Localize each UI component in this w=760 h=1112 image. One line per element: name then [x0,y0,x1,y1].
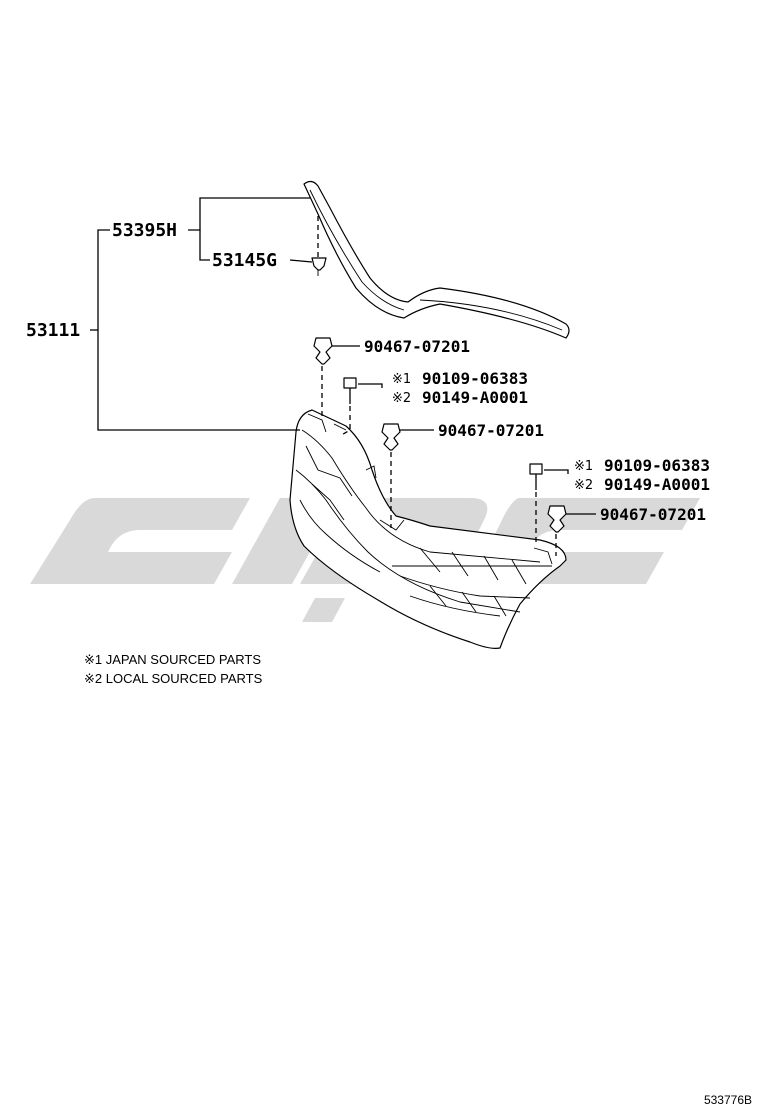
mark-2: ※2 [392,391,411,406]
clip-icon [311,257,327,276]
mark-2: ※2 [574,478,593,493]
leader-lines [90,197,596,515]
screw-icon [529,463,543,490]
screw-icon [343,377,357,404]
figure-id: 533776B [704,1093,752,1107]
note-local-sourced: ※2 LOCAL SOURCED PARTS [84,671,263,686]
install-guides [317,216,557,556]
label-screw-right-local: 90149-A0001 [604,475,710,494]
label-screw-right-jp: 90109-06383 [604,456,710,475]
label-clip-right: 90467-07201 [600,505,706,524]
label-grille-assembly: 53111 [26,320,80,341]
mark-1: ※1 [392,372,411,387]
clip-icon [313,337,333,365]
label-screw-left-jp: 90109-06383 [422,369,528,388]
clip-icon [381,423,401,451]
note-japan-sourced: ※1 JAPAN SOURCED PARTS [84,652,261,667]
label-molding: 53395H [112,220,177,241]
label-clip-upper-left: 90467-07201 [364,337,470,356]
mark-1: ※1 [574,459,593,474]
label-clip-molding: 53145G [212,250,277,271]
label-clip-center: 90467-07201 [438,421,544,440]
radiator-grille [289,409,567,649]
molding-strip [303,180,570,339]
label-screw-left-local: 90149-A0001 [422,388,528,407]
clip-icon [547,505,567,533]
